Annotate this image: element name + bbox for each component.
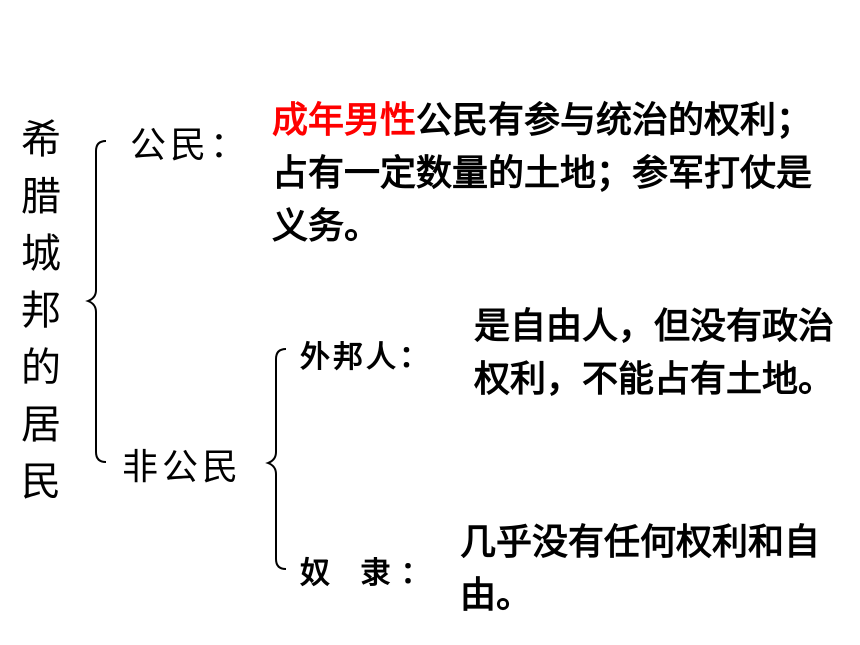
foreigner-label: 外邦人： <box>300 340 432 375</box>
slave-description: 几乎没有任何权利和自由。 <box>460 522 821 616</box>
root-label: 希 腊 城 邦 的 居 民 <box>21 117 61 505</box>
slave-label: 奴 隶： <box>300 556 441 591</box>
root-bracket <box>85 140 107 463</box>
citizen-description-text: 公民有参与统治的权利；占有一定数量的土地；参军打仗是义务。 <box>272 100 813 247</box>
non-citizen-bracket <box>265 348 287 570</box>
citizen-description: 成年男性公民有参与统治的权利；占有一定数量的土地；参军打仗是义务。 <box>272 94 844 253</box>
foreigner-description: 是自由人，但没有政治权利，不能占有土地。 <box>474 306 835 400</box>
citizen-highlight: 成年男性 <box>272 100 417 141</box>
citizen-label: 公民： <box>130 125 251 166</box>
non-citizen-label: 非公民 <box>122 447 243 488</box>
